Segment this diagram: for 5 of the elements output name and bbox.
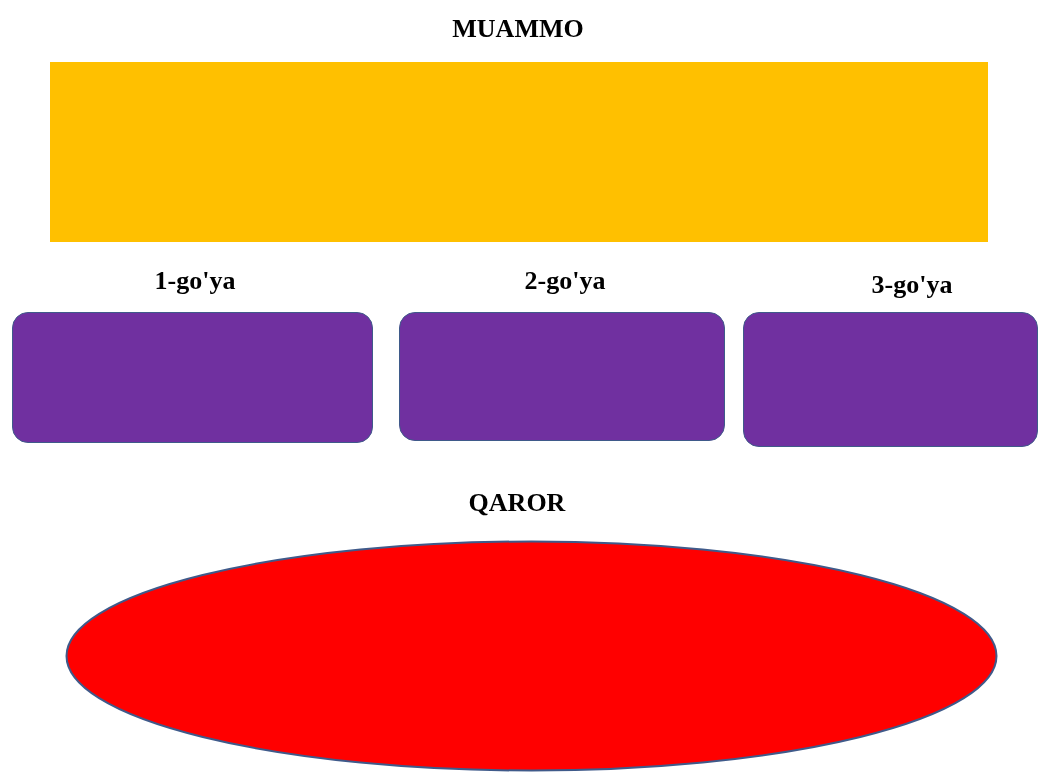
- heading: MUAMMO: [452, 14, 584, 44]
- heading: QAROR: [468, 488, 566, 518]
- heading: 1-go'ya: [154, 266, 236, 296]
- heading: 3-go'ya: [871, 270, 953, 300]
- heading: 2-go'ya: [524, 266, 606, 296]
